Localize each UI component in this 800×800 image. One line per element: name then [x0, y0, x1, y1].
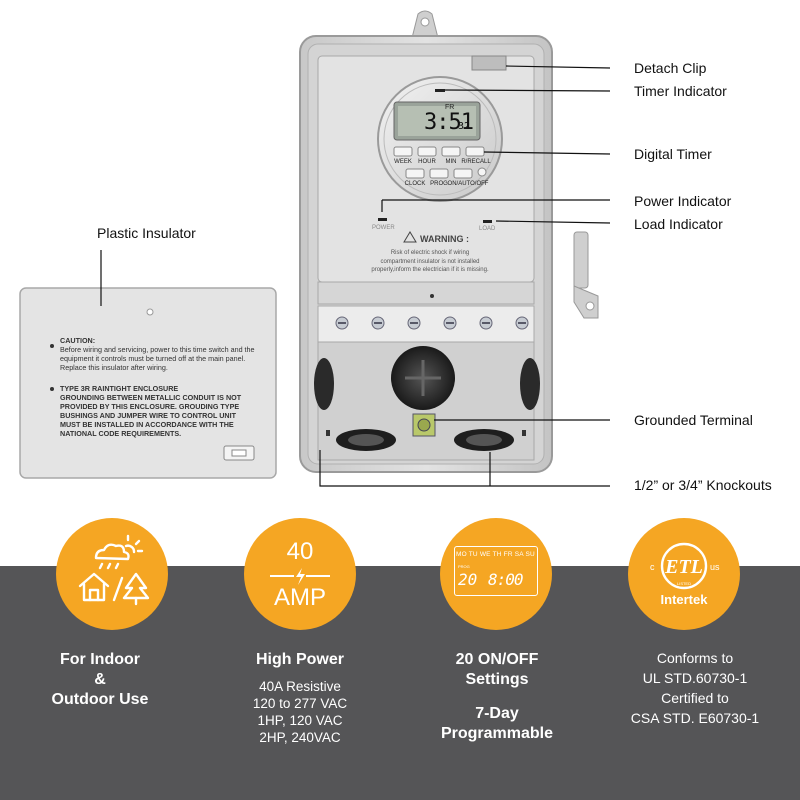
warning-line-3: properly,inform the electrician if it is… — [371, 267, 489, 273]
timer-button-min[interactable]: MIN — [445, 159, 457, 165]
lcd-digits-right: 8:00 — [488, 570, 524, 589]
feature-1-title-line-2: & — [94, 671, 106, 688]
warning-line-1: Risk of electric shock if wiring — [390, 250, 470, 256]
weather-house-tree-icon — [78, 534, 150, 606]
timer-lcd-time: 3:51 — [424, 110, 474, 135]
callout-plastic-insulator: Plastic Insulator — [97, 225, 196, 241]
feature-high-power: High Power 40A Resistive 120 to 277 VAC … — [200, 566, 400, 800]
timer-button-on-auto-off[interactable]: ON/AUTO/OFF — [447, 181, 489, 187]
feature-2-sub-1: 40A Resistive — [259, 679, 341, 694]
feature-4-sub-4: CSA STD. E60730-1 — [630, 710, 760, 726]
callout-load-indicator: Load Indicator — [634, 216, 723, 232]
amp-unit: AMP — [273, 584, 326, 611]
insulator-type-title: TYPE 3R RAINTIGHT ENCLOSURE — [60, 384, 179, 393]
etl-us: us — [710, 562, 720, 572]
feature-2-title: High Power — [255, 651, 344, 668]
lcd-digits-left: 20 — [458, 570, 478, 589]
etl-logo-icon: ETL — [660, 542, 708, 590]
feature-4-sub-1: Conforms to — [656, 650, 734, 666]
feature-4-sub-2: UL STD.60730-1 — [642, 670, 748, 686]
insulator-type-body: GROUNDING BETWEEN METALLIC CONDUIT IS NO… — [60, 393, 242, 438]
feature-3-title-line-2: Settings — [465, 671, 529, 688]
feature-1-title-line-3: Outdoor Use — [51, 691, 149, 708]
feature-3-title2-line-2: Programmable — [440, 725, 554, 742]
etl-c: c — [650, 562, 655, 572]
load-indicator-label: LOAD — [479, 226, 496, 232]
callout-grounded-terminal: Grounded Terminal — [634, 412, 753, 428]
timer-enclosure-drawing — [19, 10, 611, 487]
feature-indoor-outdoor: For Indoor & Outdoor Use — [0, 566, 200, 800]
etl-listed-icon: ETL c us LISTED Intertek — [628, 518, 740, 630]
timer-button-week[interactable]: WEEK — [394, 159, 412, 165]
timer-button-recall[interactable]: R/RECALL — [461, 159, 491, 165]
warning-title: WARNING : — [420, 234, 469, 244]
insulator-caution: CAUTION: Before wiring and servicing, po… — [60, 336, 256, 372]
warning-line-2: compartment insulator is not installed — [380, 258, 480, 265]
timer-button-prog[interactable]: PROG — [430, 181, 448, 187]
programmable-lcd-icon: MO TU WE TH FR SA SU PROG 20 8:00 — [440, 518, 552, 630]
callout-timer-indicator: Timer Indicator — [634, 83, 727, 99]
callout-digital-timer: Digital Timer — [634, 146, 712, 162]
timer-button-hour[interactable]: HOUR — [418, 159, 436, 165]
power-indicator-label: POWER — [372, 225, 395, 231]
feature-certification: Conforms to UL STD.60730-1 Certified to … — [595, 566, 795, 800]
amp-number: 40 — [286, 538, 314, 565]
timer-button-clock[interactable]: CLOCK — [404, 181, 426, 187]
warning-body: Risk of electric shock if wiring compart… — [340, 249, 520, 275]
feature-2-sub-3: 1HP, 120 VAC — [257, 713, 343, 728]
insulator-type-3r: TYPE 3R RAINTIGHT ENCLOSURE GROUNDING BE… — [60, 384, 256, 438]
callout-power-indicator: Power Indicator — [634, 193, 732, 209]
etl-listed: LISTED — [676, 581, 691, 586]
product-illustration: FR 3:51 32 WEEK HOUR MIN R/RECALL CLOCK … — [19, 10, 772, 493]
timer-lcd-seconds: 32 — [458, 121, 471, 132]
svg-text:ETL: ETL — [664, 556, 703, 578]
callout-detach-clip: Detach Clip — [634, 60, 707, 76]
insulator-caution-title: CAUTION: — [60, 336, 96, 345]
timer-lcd-day: FR — [445, 104, 455, 111]
feature-3-title-line-1: 20 ON/OFF — [455, 651, 539, 668]
bolt-icon — [270, 568, 330, 585]
feature-2-sub-4: 2HP, 240VAC — [259, 730, 341, 745]
amp-rating-icon: 40 AMP — [244, 518, 356, 630]
etl-brand: Intertek — [660, 592, 708, 607]
lcd-prog: PROG — [458, 564, 470, 569]
lcd-days: MO TU WE TH FR SA SU — [456, 551, 535, 558]
lcd-frame — [454, 546, 538, 596]
feature-2-sub-2: 120 to 277 VAC — [252, 696, 348, 711]
callout-knockouts: 1/2” or 3/4” Knockouts — [634, 477, 772, 493]
feature-3-title2-line-1: 7-Day — [475, 705, 519, 722]
indoor-outdoor-icon — [56, 518, 168, 630]
insulator-caution-body: Before wiring and servicing, power to th… — [60, 345, 255, 372]
feature-4-sub-3: Certified to — [661, 690, 729, 706]
feature-programmable: 20 ON/OFF Settings 7-Day Programmable — [397, 566, 597, 800]
feature-1-title-line-1: For Indoor — [60, 651, 140, 668]
